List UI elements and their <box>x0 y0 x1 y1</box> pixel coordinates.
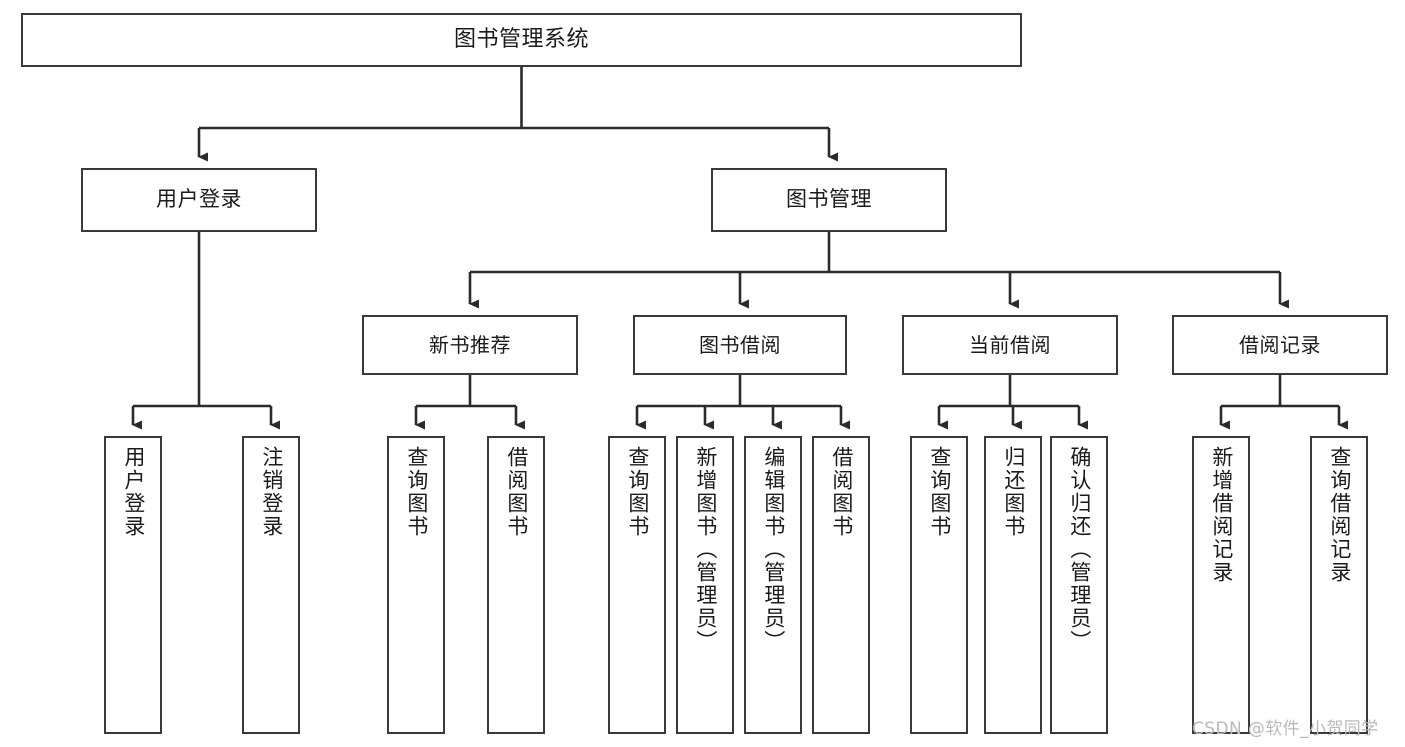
node-leaf-leaf-query-book-current[interactable]: 查询图书 <box>910 436 968 734</box>
node-label: 新增借阅记录 <box>1209 446 1234 584</box>
node-label: 图书管理 <box>786 187 872 212</box>
node-label: 确认归还（管理员） <box>1067 446 1092 653</box>
node-label: 归还图书 <box>1001 446 1026 538</box>
node-leaf-leaf-logout-login[interactable]: 注销登录 <box>242 436 300 734</box>
node-label: 当前借阅 <box>969 333 1051 357</box>
node-label: 借阅记录 <box>1239 333 1321 357</box>
node-label: 图书管理系统 <box>453 26 589 52</box>
node-leaf-leaf-borrow-book[interactable]: 借阅图书 <box>812 436 870 734</box>
node-tier2-borrow-record[interactable]: 借阅记录 <box>1172 315 1388 375</box>
node-leaf-leaf-query-book-rec[interactable]: 查询图书 <box>387 436 445 734</box>
node-leaf-leaf-borrow-book-rec[interactable]: 借阅图书 <box>487 436 545 734</box>
node-root-root[interactable]: 图书管理系统 <box>21 13 1022 67</box>
node-label: 借阅图书 <box>829 446 854 538</box>
node-label: 新增图书（管理员） <box>693 446 718 653</box>
node-label: 用户登录 <box>121 446 146 538</box>
node-leaf-leaf-add-borrow-record[interactable]: 新增借阅记录 <box>1192 436 1250 734</box>
node-label: 用户登录 <box>156 187 242 212</box>
node-leaf-leaf-query-book-borrow[interactable]: 查询图书 <box>608 436 666 734</box>
node-tier1-user-login[interactable]: 用户登录 <box>81 168 317 232</box>
node-tier1-book-manage[interactable]: 图书管理 <box>711 168 947 232</box>
node-tier2-book-borrow[interactable]: 图书借阅 <box>633 315 847 375</box>
node-leaf-leaf-user-login[interactable]: 用户登录 <box>104 436 162 734</box>
node-label: 查询图书 <box>927 446 952 538</box>
node-label: 查询图书 <box>404 446 429 538</box>
node-label: 图书借阅 <box>699 333 781 357</box>
node-label: 新书推荐 <box>429 333 511 357</box>
node-leaf-leaf-add-book-admin[interactable]: 新增图书（管理员） <box>676 436 734 734</box>
node-label: 注销登录 <box>259 446 284 538</box>
node-label: 查询图书 <box>625 446 650 538</box>
node-label: 查询借阅记录 <box>1327 446 1352 584</box>
node-label: 编辑图书（管理员） <box>761 446 786 653</box>
node-leaf-leaf-edit-book-admin[interactable]: 编辑图书（管理员） <box>744 436 802 734</box>
node-tier2-new-book-recommend[interactable]: 新书推荐 <box>362 315 578 375</box>
node-label: 借阅图书 <box>504 446 529 538</box>
node-leaf-leaf-confirm-return-admin[interactable]: 确认归还（管理员） <box>1050 436 1108 734</box>
csdn-watermark: CSDN @软件_小贺同学 <box>1192 719 1379 739</box>
node-leaf-leaf-query-borrow-record[interactable]: 查询借阅记录 <box>1310 436 1368 734</box>
node-leaf-leaf-return-book[interactable]: 归还图书 <box>984 436 1042 734</box>
node-tier2-current-borrow[interactable]: 当前借阅 <box>902 315 1118 375</box>
